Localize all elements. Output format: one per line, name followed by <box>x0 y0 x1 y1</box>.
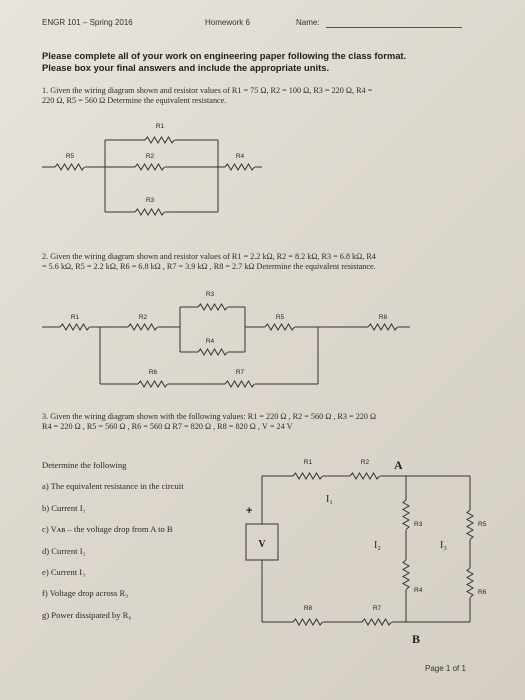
determine-label: Determine the following <box>42 460 127 470</box>
page-number: Page 1 of 1 <box>425 664 466 673</box>
problem-3-line-1: 3. Given the wiring diagram shown with t… <box>42 412 377 421</box>
resistor-r2 <box>134 163 165 171</box>
label-r4: R4 <box>236 153 245 160</box>
source-label: V <box>258 539 266 550</box>
resistor-r3 <box>402 499 410 530</box>
resistor-r4 <box>402 559 410 590</box>
question-g: g) Power dissipated by R₆ <box>42 610 132 620</box>
problem-1-text: 1. Given the wiring diagram shown and re… <box>42 86 482 106</box>
problem-1-line-1: 1. Given the wiring diagram shown and re… <box>42 86 373 95</box>
label-r3: R3 <box>414 521 423 528</box>
course-header: ENGR 101 – Spring 2016 <box>42 18 133 27</box>
problem-3-text: 3. Given the wiring diagram shown with t… <box>42 412 482 432</box>
label-r1: R1 <box>304 459 313 466</box>
resistor-r8 <box>292 618 323 626</box>
label-r1: R1 <box>156 123 165 130</box>
label-r8: R8 <box>304 605 313 612</box>
question-f: f) Voltage drop across R₃ <box>42 588 129 598</box>
node-a-label: A <box>394 458 403 472</box>
label-r3: R3 <box>206 291 215 298</box>
label-r4: R4 <box>414 587 423 594</box>
resistor-r8 <box>367 323 398 331</box>
resistor-r2 <box>349 472 380 480</box>
resistor-r1 <box>292 472 323 480</box>
resistor-r3 <box>197 303 228 311</box>
resistor-r5 <box>264 323 295 331</box>
plus-sign: + <box>246 505 252 517</box>
problem-3-line-2: R4 = 220 Ω , R5 = 560 Ω , R6 = 560 Ω R7 … <box>42 422 293 431</box>
resistor-r5 <box>54 163 85 171</box>
label-r4: R4 <box>206 338 215 345</box>
problem-2-text: 2. Given the wiring diagram shown and re… <box>42 252 482 272</box>
circuit-3 <box>245 472 474 626</box>
resistor-r3 <box>134 208 165 216</box>
current-i1-label: I₁ <box>326 494 333 505</box>
node-b-label: B <box>412 632 420 646</box>
instructions: Please complete all of your work on engi… <box>42 50 406 74</box>
question-a: a) The equivalent resistance in the circ… <box>42 481 184 491</box>
instruction-line-2: Please box your final answers and includ… <box>42 62 330 73</box>
name-line <box>326 27 462 28</box>
question-b: b) Current I₁ <box>42 503 86 513</box>
resistor-r1 <box>59 323 90 331</box>
label-r1: R1 <box>71 314 80 321</box>
resistor-r1 <box>144 136 175 144</box>
circuit-1 <box>42 136 262 216</box>
label-r7: R7 <box>373 605 382 612</box>
resistor-r5 <box>466 509 474 540</box>
label-r6: R6 <box>149 369 158 376</box>
current-i2-label: I₂ <box>374 540 381 551</box>
homework-header: Homework 6 <box>205 18 250 27</box>
label-r8: R8 <box>379 314 388 321</box>
problem-2-line-1: 2. Given the wiring diagram shown and re… <box>42 252 376 261</box>
label-r2: R2 <box>146 153 155 160</box>
resistor-r7 <box>224 380 255 388</box>
label-r3: R3 <box>146 197 155 204</box>
resistor-r4 <box>197 348 228 356</box>
name-label: Name: <box>296 18 320 27</box>
label-r7: R7 <box>236 369 245 376</box>
question-e: e) Current I₃ <box>42 567 86 577</box>
resistor-r6 <box>466 567 474 598</box>
current-i3-label: I₃ <box>440 540 447 551</box>
problem-1-line-2: 220 Ω, R5 = 560 Ω Determine the equivale… <box>42 96 227 105</box>
instruction-line-1: Please complete all of your work on engi… <box>42 50 407 61</box>
question-d: d) Current I₂ <box>42 546 86 556</box>
label-r5: R5 <box>276 314 285 321</box>
label-r5: R5 <box>66 153 75 160</box>
resistor-r6 <box>137 380 168 388</box>
label-r5: R5 <box>478 521 487 528</box>
question-c: c) Vᴀʙ – the voltage drop from A to B <box>42 524 173 534</box>
circuit-2 <box>42 303 410 388</box>
label-r2: R2 <box>139 314 148 321</box>
label-r6: R6 <box>478 589 487 596</box>
label-r2: R2 <box>361 459 370 466</box>
resistor-r2 <box>127 323 158 331</box>
problem-2-line-2: = 5.6 kΩ, R5 = 2.2 kΩ, R6 = 6.8 kΩ , R7 … <box>42 262 376 271</box>
resistor-r4 <box>224 163 255 171</box>
resistor-r7 <box>361 618 392 626</box>
